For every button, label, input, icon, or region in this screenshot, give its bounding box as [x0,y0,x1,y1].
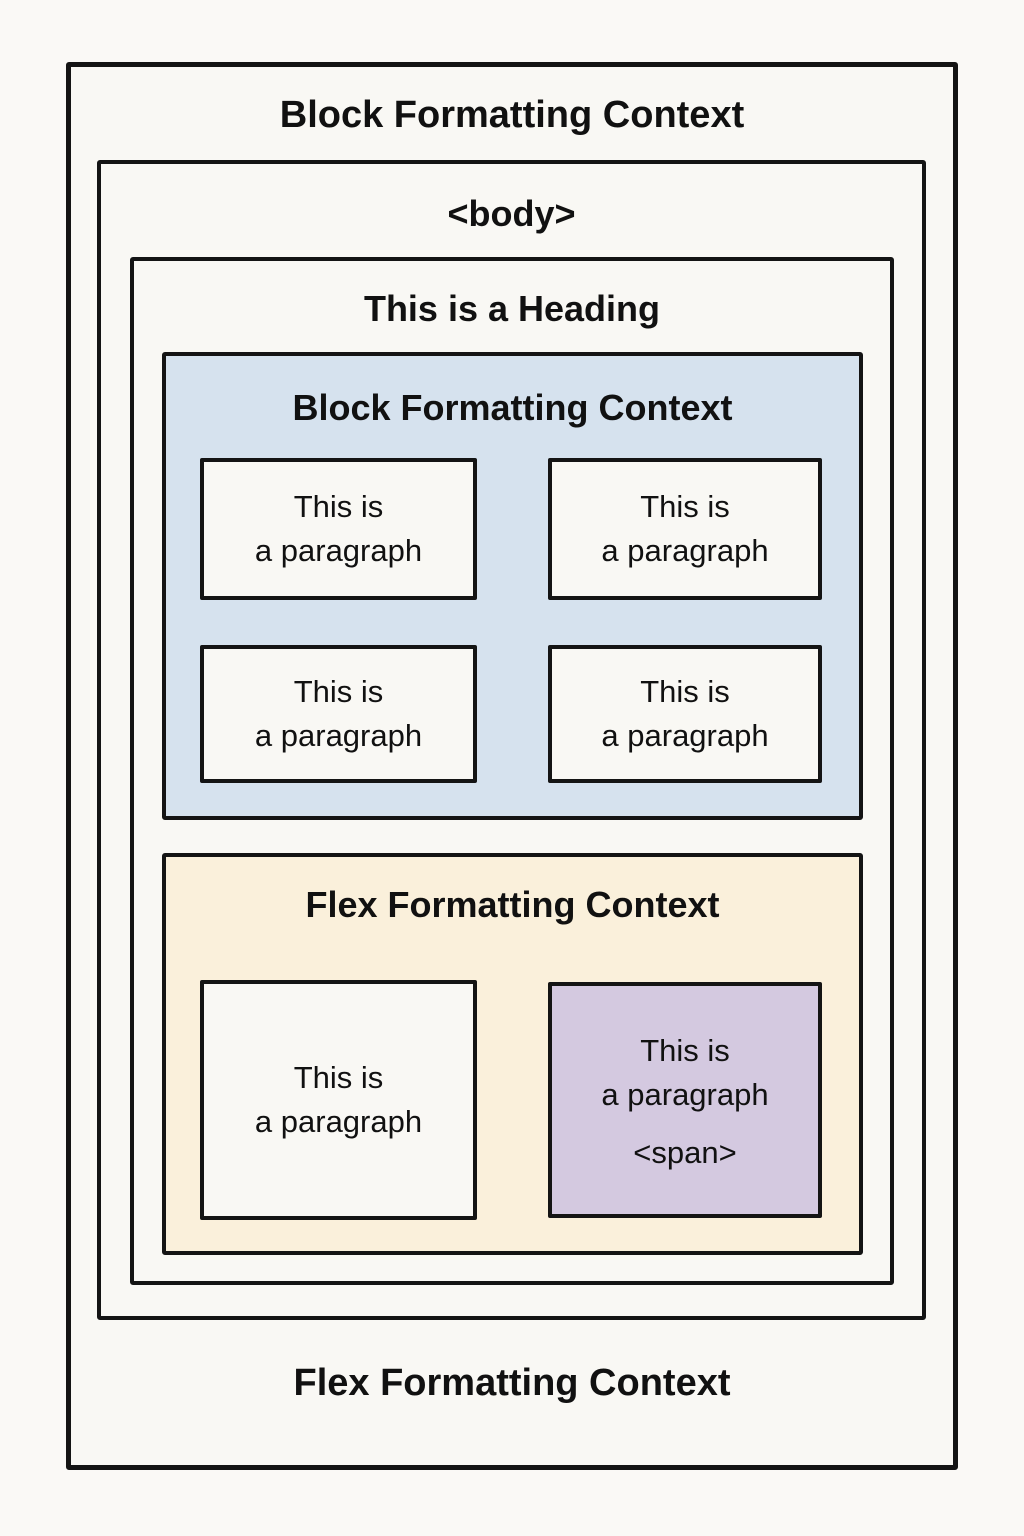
span-label: <span> [633,1135,737,1170]
paragraph-text: This is a paragraph [254,489,423,568]
inner-bfc-box: Block Formatting Context This is a parag… [162,352,863,820]
span-paragraph-box: This is a paragraph <span> [548,982,822,1218]
flex-paragraph-box: This is a paragraph [200,980,477,1220]
paragraph-box: This is a paragraph [200,458,477,600]
paragraph-text: This is a paragraph [254,1060,423,1139]
paragraph-text: This is a paragraph [601,674,769,753]
paragraph-text: This is a paragraph [254,674,423,753]
paragraph-text: This is a paragraph [601,1033,769,1112]
outer-ffc-label: Flex Formatting Context [293,1362,731,1404]
heading-label: This is a Heading [363,288,661,329]
inner-ffc-box: Flex Formatting Context This is a paragr… [162,853,863,1255]
outer-bfc-box: Block Formatting Context <body> This is … [66,62,958,1470]
paragraph-text: This is a paragraph [601,489,769,568]
inner-ffc-label: Flex Formatting Context [305,884,720,925]
body-label: <body> [447,193,576,234]
paragraph-box: This is a paragraph [200,645,477,783]
paragraph-box: This is a paragraph [548,645,822,783]
heading-box: This is a Heading Block Formatting Conte… [130,257,894,1285]
outer-bfc-label: Block Formatting Context [279,94,745,136]
paragraph-box: This is a paragraph [548,458,822,600]
body-box: <body> This is a Heading Block Formattin… [97,160,926,1320]
inner-bfc-label: Block Formatting Context [292,387,733,428]
